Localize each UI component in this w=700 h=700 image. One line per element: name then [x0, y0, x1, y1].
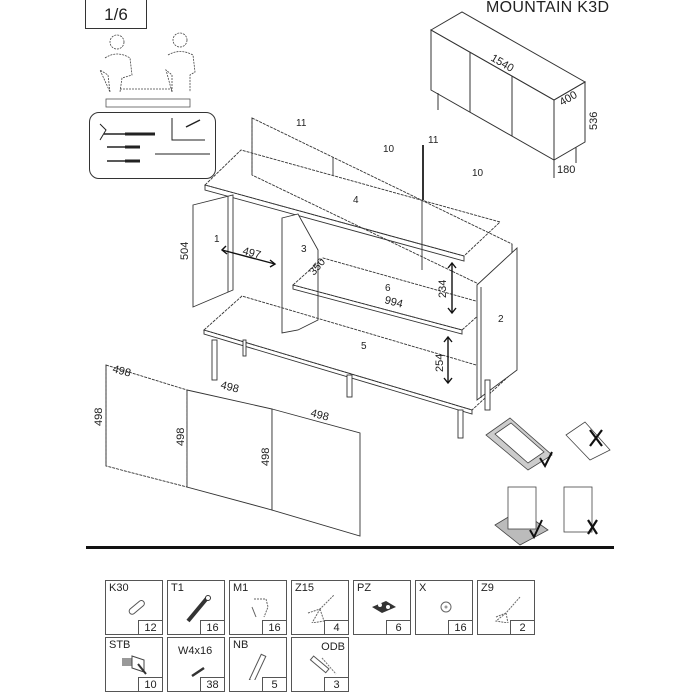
hardware-qty: 6 [386, 620, 410, 634]
hardware-code: PZ [357, 582, 372, 594]
two-person-assembly-icon [99, 32, 196, 93]
hardware-qty: 3 [324, 677, 348, 691]
hinge-small-icon [494, 596, 521, 623]
hardware-item-z15: Z15 4 [291, 580, 349, 635]
left-side-panel [192, 194, 234, 308]
hardware-code: NB [233, 639, 249, 651]
part-label-5: 5 [361, 341, 367, 352]
product-title: MOUNTAIN K3D [486, 0, 610, 16]
hardware-qty: 38 [200, 677, 224, 691]
part-label-1: 1 [214, 234, 220, 245]
hardware-code: X [419, 582, 427, 594]
hardware-item-pz: PZ 6 [353, 580, 411, 635]
shelf-width-dim: 994 [383, 294, 404, 310]
right-side-panel [476, 246, 518, 401]
dimension-arrows [220, 245, 457, 385]
part-label-11b: 11 [428, 135, 439, 146]
bracket-icon [122, 655, 147, 675]
hardware-code: W4x16 [178, 645, 213, 657]
part-label-11a: 11 [296, 118, 307, 129]
hardware-item-w4x16: W4x16 38 [167, 637, 225, 692]
bottom-panel [203, 295, 511, 415]
compartment-width-dim: 497 [241, 245, 262, 261]
cam-bolt-icon [186, 595, 211, 623]
leg-icon [248, 653, 267, 680]
incorrect-upright-icon [563, 486, 598, 535]
hardware-qty: 4 [324, 620, 348, 634]
overview-height-dim: 536 [588, 112, 600, 130]
hardware-code: K30 [109, 582, 129, 594]
door1-width-dim: 498 [111, 363, 132, 379]
hardware-qty: 16 [448, 620, 472, 634]
door2-height-dim: 498 [175, 428, 187, 446]
door3-width-dim: 498 [309, 407, 330, 423]
shelf-support-icon [372, 601, 396, 613]
hardware-item-z9: Z9 2 [477, 580, 535, 635]
cover-cap-icon [440, 601, 452, 613]
assembled-cabinet-overview [429, 11, 587, 178]
correct-on-padding-icon [485, 417, 553, 471]
hardware-code: Z9 [481, 582, 494, 594]
hardware-code: STB [109, 639, 131, 651]
hardware-code: ODB [321, 641, 345, 653]
hardware-item-t1: T1 16 [167, 580, 225, 635]
dowel-icon [128, 600, 145, 615]
side-height-dim: 504 [179, 242, 191, 260]
page-number: 1/6 [85, 0, 147, 29]
cam-lock-icon [251, 598, 269, 618]
part-label-10b: 10 [472, 168, 484, 179]
hardware-qty: 2 [510, 620, 534, 634]
door2-width-dim: 498 [219, 379, 240, 395]
bumper-icon [309, 655, 337, 675]
hardware-qty: 16 [200, 620, 224, 634]
part-label-2: 2 [498, 314, 504, 325]
part-label-6: 6 [385, 283, 391, 294]
hardware-item-k30: K30 12 [105, 580, 163, 635]
hardware-code: M1 [233, 582, 249, 594]
part-label-3: 3 [301, 244, 307, 255]
lower-gap-dim: 254 [434, 354, 446, 372]
hardware-qty: 10 [138, 677, 162, 691]
hardware-item-nb: NB 5 [229, 637, 287, 692]
hardware-qty: 12 [138, 620, 162, 634]
doors [105, 364, 361, 537]
hardware-qty: 5 [262, 677, 286, 691]
hardware-code: Z15 [295, 582, 314, 594]
hinge-icon [307, 595, 335, 623]
hardware-item-m1: M1 16 [229, 580, 287, 635]
hardware-qty: 16 [262, 620, 286, 634]
correct-upright-icon [494, 486, 549, 546]
top-panel [204, 149, 501, 262]
hardware-item-odb: ODB 3 [291, 637, 349, 692]
hardware-item-stb: STB 10 [105, 637, 163, 692]
section-divider [86, 546, 614, 549]
tools-icon [99, 118, 210, 163]
part-label-4: 4 [353, 195, 359, 206]
overview-width-dim: 1540 [489, 52, 516, 75]
door1-height-dim: 498 [93, 408, 105, 426]
screw-icon [191, 666, 205, 678]
hardware-code: T1 [171, 582, 184, 594]
upper-gap-dim: 234 [437, 280, 449, 298]
door3-height-dim: 498 [260, 448, 272, 466]
incorrect-no-padding-icon [565, 421, 611, 461]
part-label-10a: 10 [383, 144, 395, 155]
overview-leg-dim: 180 [557, 164, 575, 176]
hardware-item-x: X 16 [415, 580, 473, 635]
overview-depth-dim: 400 [558, 89, 580, 109]
legs [211, 339, 491, 439]
required-tools-box [89, 112, 216, 179]
divider-panel [281, 213, 319, 334]
